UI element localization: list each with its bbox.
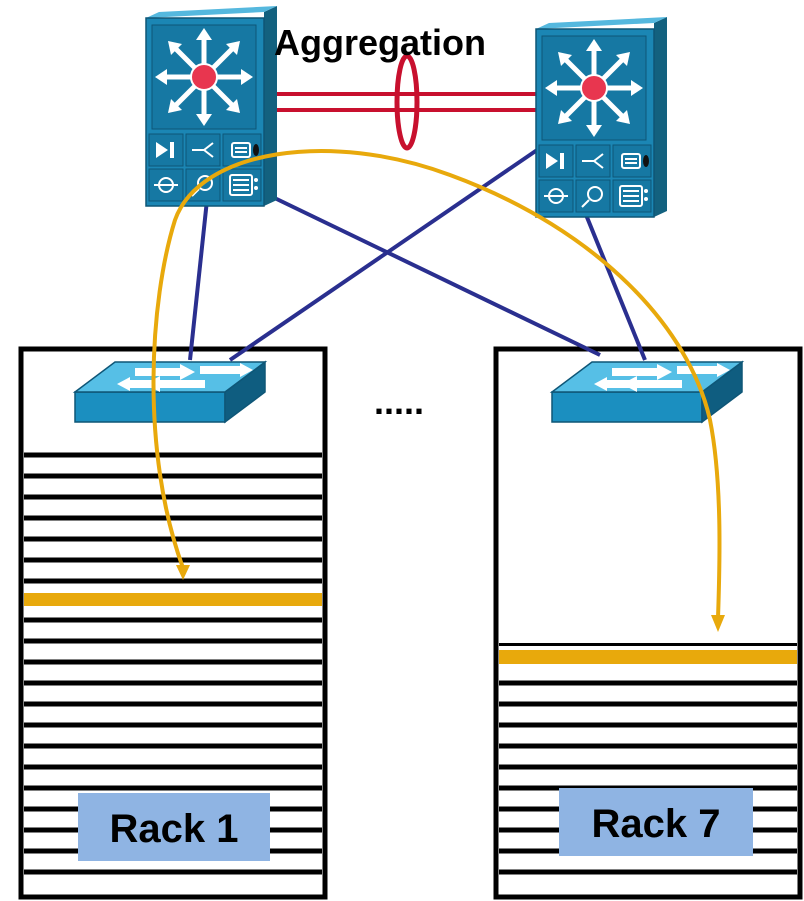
aggregation-trunk (262, 53, 540, 151)
highlighted-server-rack-1 (24, 593, 322, 606)
workgroup-switch-icon (74, 361, 266, 423)
aggregation-switch-right (536, 17, 667, 217)
tor-switch-rack-7 (551, 361, 743, 423)
uplinks (188, 146, 647, 362)
arrowhead-rack-7 (711, 615, 725, 632)
layer3-switch-icon (536, 17, 667, 217)
rack-7-label-text: Rack 7 (592, 802, 721, 846)
aggregation-label: Aggregation (274, 22, 486, 63)
rack-1-label-text: Rack 1 (110, 807, 239, 851)
highlighted-server-rack-7 (499, 650, 797, 664)
arrowhead-rack-1 (176, 565, 190, 580)
traffic-path (151, 148, 725, 632)
rack-1-label: Rack 1 (78, 793, 270, 861)
ellipsis-label: ..... (374, 381, 424, 422)
rack-7-label: Rack 7 (559, 788, 753, 856)
workgroup-switch-icon (551, 361, 743, 423)
tor-switch-rack-1 (74, 361, 266, 423)
port-channel-ring (394, 53, 420, 151)
